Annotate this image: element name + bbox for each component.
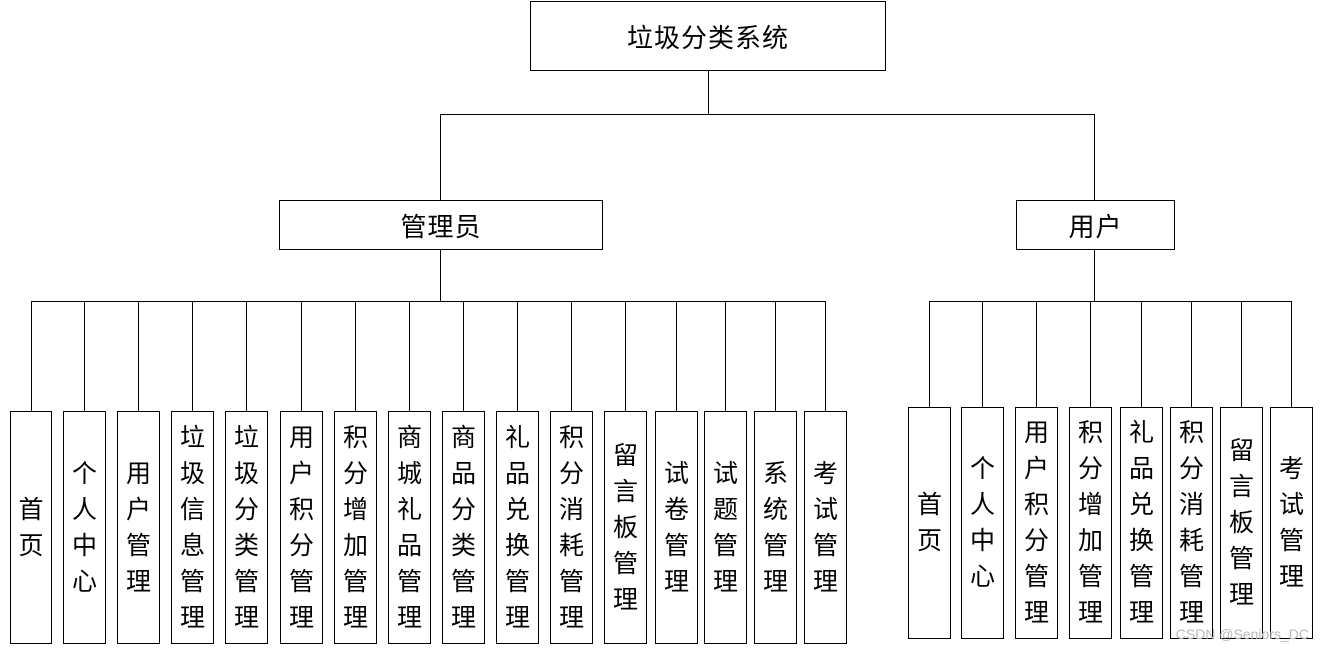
user-item-3: 用户积分管理 [1015, 407, 1058, 639]
user-item-4: 积分增加管理 [1069, 407, 1112, 639]
user-item-8: 考试管理 [1270, 407, 1313, 639]
admin-item-11: 积分消耗管理 [550, 411, 593, 644]
admin-item-label: 考试管理 [812, 458, 838, 596]
admin-item-5: 垃圾分类管理 [225, 411, 268, 644]
admin-item-label: 试卷管理 [663, 458, 689, 596]
user-item-label: 首页 [916, 490, 942, 555]
admin-item-label: 垃圾信息管理 [179, 422, 205, 632]
admin-item-label: 系统管理 [762, 458, 788, 596]
admin-item-label: 首页 [18, 494, 44, 560]
user-item-label: 留言板管理 [1228, 436, 1254, 609]
admin-item-label: 积分消耗管理 [558, 422, 584, 632]
admin-item-label: 用户管理 [125, 458, 151, 596]
admin-item-2: 个人中心 [63, 411, 106, 644]
admin-item-label: 垃圾分类管理 [233, 422, 259, 632]
user-item-6: 积分消耗管理 [1170, 407, 1213, 639]
root-node: 垃圾分类系统 [530, 1, 886, 71]
user-item-1: 首页 [908, 407, 951, 639]
watermark: CSDN @Seniors_DC [1175, 626, 1309, 642]
admin-node: 管理员 [279, 200, 603, 250]
admin-item-14: 试题管理 [704, 411, 747, 644]
user-node: 用户 [1016, 200, 1175, 250]
root-node-label: 垃圾分类系统 [626, 23, 789, 54]
admin-item-label: 积分增加管理 [342, 422, 368, 632]
user-item-label: 考试管理 [1278, 454, 1304, 591]
admin-item-1: 首页 [10, 411, 52, 644]
user-node-label: 用户 [1068, 212, 1123, 243]
admin-item-12: 留言板管理 [604, 411, 647, 644]
admin-item-4: 垃圾信息管理 [171, 411, 214, 644]
admin-item-9: 商品分类管理 [442, 411, 485, 644]
admin-item-15: 系统管理 [754, 411, 797, 644]
user-item-label: 个人中心 [969, 454, 995, 591]
admin-item-7: 积分增加管理 [334, 411, 377, 644]
user-item-2: 个人中心 [961, 407, 1004, 639]
admin-item-13: 试卷管理 [655, 411, 698, 644]
user-item-label: 礼品兑换管理 [1128, 418, 1154, 627]
admin-item-16: 考试管理 [804, 411, 847, 644]
user-item-5: 礼品兑换管理 [1120, 407, 1163, 639]
user-item-7: 留言板管理 [1220, 407, 1263, 639]
admin-item-8: 商城礼品管理 [388, 411, 431, 644]
admin-item-label: 礼品兑换管理 [504, 422, 530, 632]
admin-node-label: 管理员 [400, 212, 482, 243]
user-item-label: 积分增加管理 [1077, 418, 1103, 627]
admin-item-label: 留言板管理 [612, 440, 638, 614]
admin-item-10: 礼品兑换管理 [496, 411, 539, 644]
admin-item-label: 个人中心 [71, 458, 97, 596]
admin-item-label: 商品分类管理 [450, 422, 476, 632]
admin-item-label: 商城礼品管理 [396, 422, 422, 632]
user-item-label: 积分消耗管理 [1178, 418, 1204, 627]
admin-item-3: 用户管理 [117, 411, 160, 644]
admin-item-label: 用户积分管理 [288, 422, 314, 632]
admin-item-6: 用户积分管理 [280, 411, 323, 644]
admin-item-label: 试题管理 [712, 458, 738, 596]
user-item-label: 用户积分管理 [1023, 418, 1049, 627]
